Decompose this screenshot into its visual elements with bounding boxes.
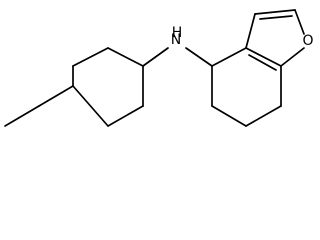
ring-inner-double-bond: [248, 54, 277, 71]
ring-bond: [245, 105, 282, 127]
ring-bond: [245, 13, 256, 49]
ring-bond: [294, 9, 305, 35]
amine-linker: [142, 47, 213, 67]
ring-oxygen-label: O: [302, 33, 313, 49]
bond-n-c4: [185, 47, 213, 67]
molecule-diagram: N H O: [4, 9, 314, 127]
ring-bond: [211, 105, 247, 127]
tetrahydro-ring: [211, 47, 282, 127]
ring-bond: [254, 9, 296, 15]
bond-cyclohexyl-n: [142, 47, 169, 67]
ring-bond: [107, 105, 144, 127]
ring-bond: [245, 47, 282, 67]
furan-ring: [245, 9, 305, 67]
ethyl-group: [4, 85, 74, 127]
ring-bond: [211, 47, 247, 67]
ring-bond: [72, 85, 109, 127]
bond-methylene: [38, 85, 74, 107]
ring-bond: [107, 47, 144, 67]
ring-bond: [72, 47, 109, 67]
ring-inner-double-bond: [259, 15, 293, 20]
amine-nitrogen-label: N: [171, 32, 181, 48]
ring-bond: [280, 47, 305, 67]
bond-methyl: [4, 105, 40, 127]
amine-nh-label: N H: [171, 25, 183, 48]
amine-hydrogen-label: H: [172, 25, 183, 41]
cyclohexane-ring: [72, 47, 144, 127]
